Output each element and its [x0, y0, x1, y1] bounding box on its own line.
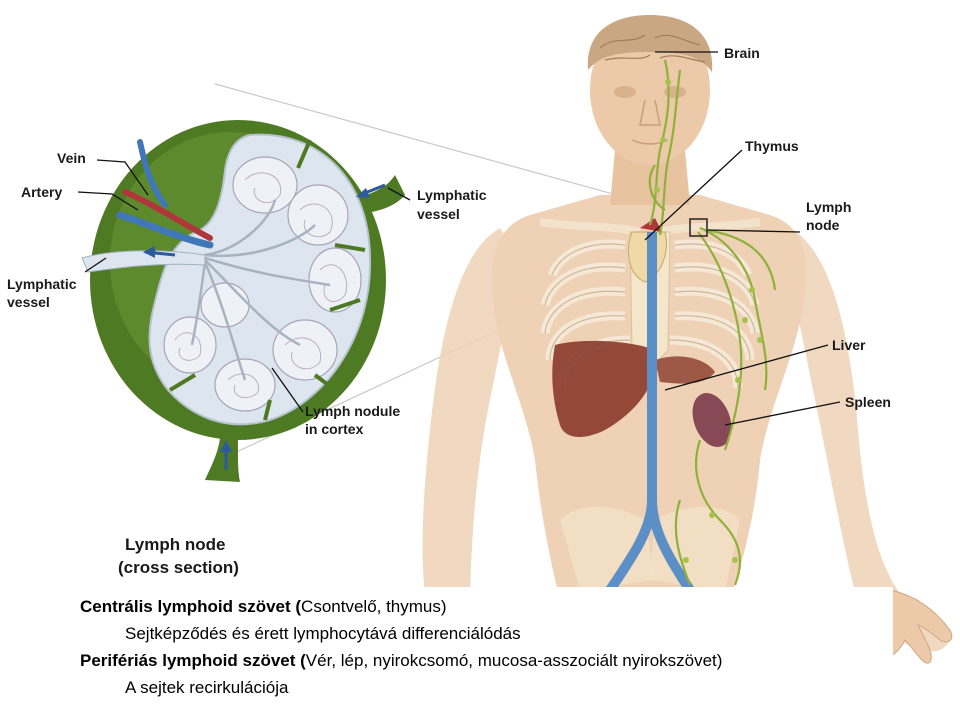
- label-cross-section-line2: (cross section): [118, 558, 239, 577]
- label-lymphatic-vessel-left-line1: Lymphatic: [7, 276, 77, 292]
- label-lymphatic-vessel-right-line2: vessel: [417, 206, 460, 222]
- diagram-labels: Vein Artery Lymphatic vessel Lymphatic v…: [7, 45, 891, 577]
- label-lymph-node-line1: Lymph: [806, 199, 851, 215]
- lymph-node-highlight-box: [689, 218, 708, 237]
- label-lymph-nodule-line1: Lymph nodule: [305, 403, 400, 419]
- label-artery: Artery: [21, 184, 62, 200]
- peripheral-lymphoid-examples: Vér, lép, nyirokcsomó, mucosa-asszociált…: [305, 651, 723, 670]
- label-lymph-nodule-line2: in cortex: [305, 421, 364, 437]
- human-body: [422, 15, 953, 664]
- peripheral-lymphoid-heading: Perifériás lymphoid szövet (: [80, 651, 306, 670]
- leader-lines: [77, 51, 841, 426]
- caption-line-central: Centrális lymphoid szövet (Csontvelő, th…: [80, 597, 447, 617]
- caption-line-peripheral: Perifériás lymphoid szövet (Vér, lép, ny…: [80, 651, 722, 671]
- caption-line-central-desc: Sejtképződés és érett lymphocytává diffe…: [125, 624, 521, 643]
- label-lymphatic-vessel-left-line2: vessel: [7, 294, 50, 310]
- label-thymus: Thymus: [745, 138, 799, 154]
- central-lymphoid-heading: Centrális lymphoid szövet (: [80, 597, 302, 616]
- lymph-node-cross-section: [81, 120, 405, 482]
- caption-line-peripheral-desc: A sejtek recirkulációja: [125, 678, 289, 697]
- label-lymph-node-line2: node: [806, 217, 840, 233]
- label-liver: Liver: [832, 337, 866, 353]
- caption-box: Centrális lymphoid szövet (Csontvelő, th…: [70, 587, 893, 714]
- label-lymphatic-vessel-right-line1: Lymphatic: [417, 187, 487, 203]
- central-lymphoid-examples: Csontvelő, thymus): [301, 597, 447, 616]
- label-vein: Vein: [57, 150, 86, 166]
- label-spleen: Spleen: [845, 394, 891, 410]
- label-cross-section-line1: Lymph node: [125, 535, 225, 554]
- label-brain: Brain: [724, 45, 760, 61]
